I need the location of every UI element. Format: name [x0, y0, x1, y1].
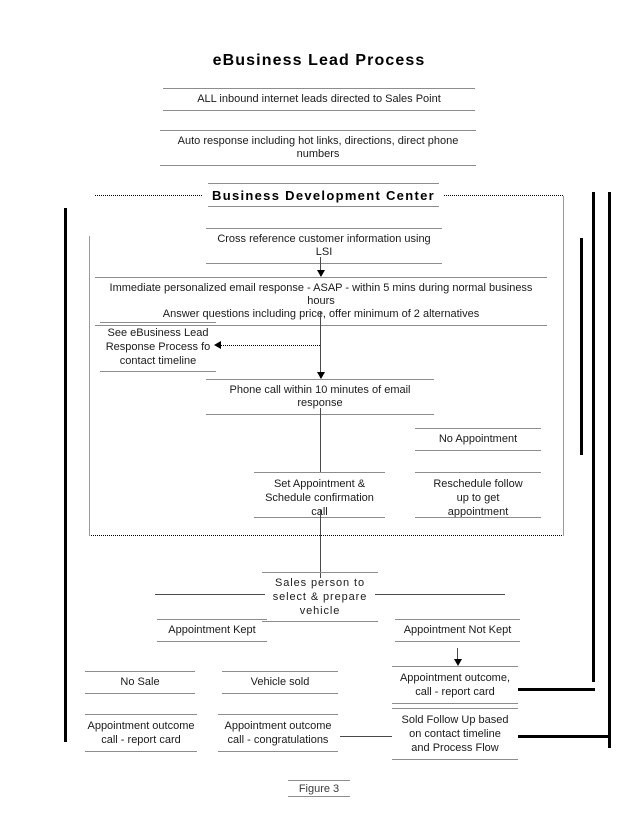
page-title: eBusiness Lead Process — [212, 52, 426, 69]
node-sold-followup: Sold Follow Up based on contact timeline… — [392, 708, 518, 760]
connector-salesprep-to-appointment-not-kept — [375, 594, 505, 595]
rail-feed-not-kept-outcome — [518, 688, 595, 691]
timeline-note-line-2: Response Process fo — [105, 341, 211, 353]
node-timeline-note: See eBusiness Lead Response Process fo c… — [100, 322, 216, 372]
node-vehicle-sold: Vehicle sold — [222, 671, 338, 694]
connector-email-to-phonecall — [320, 311, 321, 378]
set-appointment-line-1: Set Appointment & — [273, 478, 366, 490]
node-no-appointment: No Appointment — [415, 428, 541, 451]
set-appointment-line-2: Schedule confirmation — [265, 492, 374, 504]
sold-outcome-line-1: Appointment outcome — [224, 720, 332, 732]
connector-phonecall-to-setappointment — [320, 408, 321, 472]
connector-crossref-to-email — [320, 257, 321, 276]
node-appointment-kept: Appointment Kept — [157, 619, 267, 642]
not-kept-outcome-line-1: Appointment outcome, — [399, 672, 511, 684]
sales-prep-line-2: select & prepare — [272, 591, 368, 603]
rail-right-outer — [608, 192, 611, 748]
email-response-line-2: Answer questions including price, offer … — [162, 308, 480, 320]
no-sale-outcome-line-1: Appointment outcome — [87, 720, 195, 732]
sold-followup-line-1: Sold Follow Up based — [401, 714, 509, 726]
connector-setappointment-to-salesprep — [320, 509, 321, 578]
node-reschedule-followup: Reschedule follow up to get appointment — [415, 472, 541, 518]
sold-outcome-line-2: call - congratulations — [227, 734, 329, 746]
node-cross-reference: Cross reference customer information usi… — [206, 228, 442, 264]
sales-prep-line-3: vehicle — [299, 605, 341, 617]
lane-dotted-top-left — [95, 195, 202, 196]
lane-header-business-development-center: Business Development Center — [208, 183, 439, 207]
email-response-line-1: Immediate personalized email response - … — [109, 282, 533, 307]
lane-border-right — [563, 196, 564, 536]
reschedule-line-3: appointment — [447, 506, 509, 518]
node-not-kept-outcome: Appointment outcome, call - report card — [392, 666, 518, 704]
node-auto-response: Auto response including hot links, direc… — [160, 130, 476, 166]
rail-right-middle — [592, 192, 595, 682]
node-no-sale: No Sale — [85, 671, 195, 694]
node-sales-person-prepare: Sales person to select & prepare vehicle — [262, 572, 378, 622]
lane-dotted-bottom — [89, 535, 564, 536]
no-sale-outcome-line-2: call - report card — [101, 734, 181, 746]
node-sold-outcome: Appointment outcome call - congratulatio… — [218, 714, 338, 752]
sold-followup-line-3: and Process Flow — [411, 742, 499, 754]
reschedule-line-2: up to get — [456, 492, 500, 504]
set-appointment-line-3: call — [256, 505, 383, 517]
node-appointment-not-kept: Appointment Not Kept — [395, 619, 520, 642]
figure-caption: Figure 3 — [288, 780, 350, 797]
connector-soldoutcome-to-soldfollowup — [340, 736, 392, 737]
rail-right-inner-short — [580, 238, 583, 455]
connector-salesprep-to-appointment-kept — [155, 594, 265, 595]
arrowhead-email-to-phonecall — [317, 372, 325, 379]
connector-notkept-to-outcome — [457, 648, 458, 664]
timeline-note-line-3: contact timeline — [119, 355, 197, 367]
sales-prep-line-1: Sales person to — [275, 577, 365, 589]
node-email-response: Immediate personalized email response - … — [95, 277, 547, 326]
reschedule-line-1: Reschedule follow — [433, 478, 523, 490]
lane-dotted-top-right — [444, 195, 563, 196]
sold-followup-line-2: on contact timeline — [409, 728, 501, 740]
arrowhead-dotted-to-timeline-note — [214, 341, 221, 349]
node-intake: ALL inbound internet leads directed to S… — [163, 88, 475, 111]
arrowhead-notkept-to-outcome — [454, 659, 462, 666]
rail-feed-sold-followup — [518, 735, 611, 738]
timeline-note-line-1: See eBusiness Lead — [107, 327, 209, 339]
node-no-sale-outcome: Appointment outcome call - report card — [85, 714, 197, 752]
lane-border-left — [89, 236, 90, 536]
rail-left-return — [64, 208, 67, 742]
arrowhead-crossref-to-email — [317, 270, 325, 277]
not-kept-outcome-line-2: call - report card — [415, 686, 495, 698]
connector-dotted-to-timeline-note — [221, 345, 320, 346]
node-set-appointment: Set Appointment & Schedule confirmation … — [254, 472, 385, 518]
